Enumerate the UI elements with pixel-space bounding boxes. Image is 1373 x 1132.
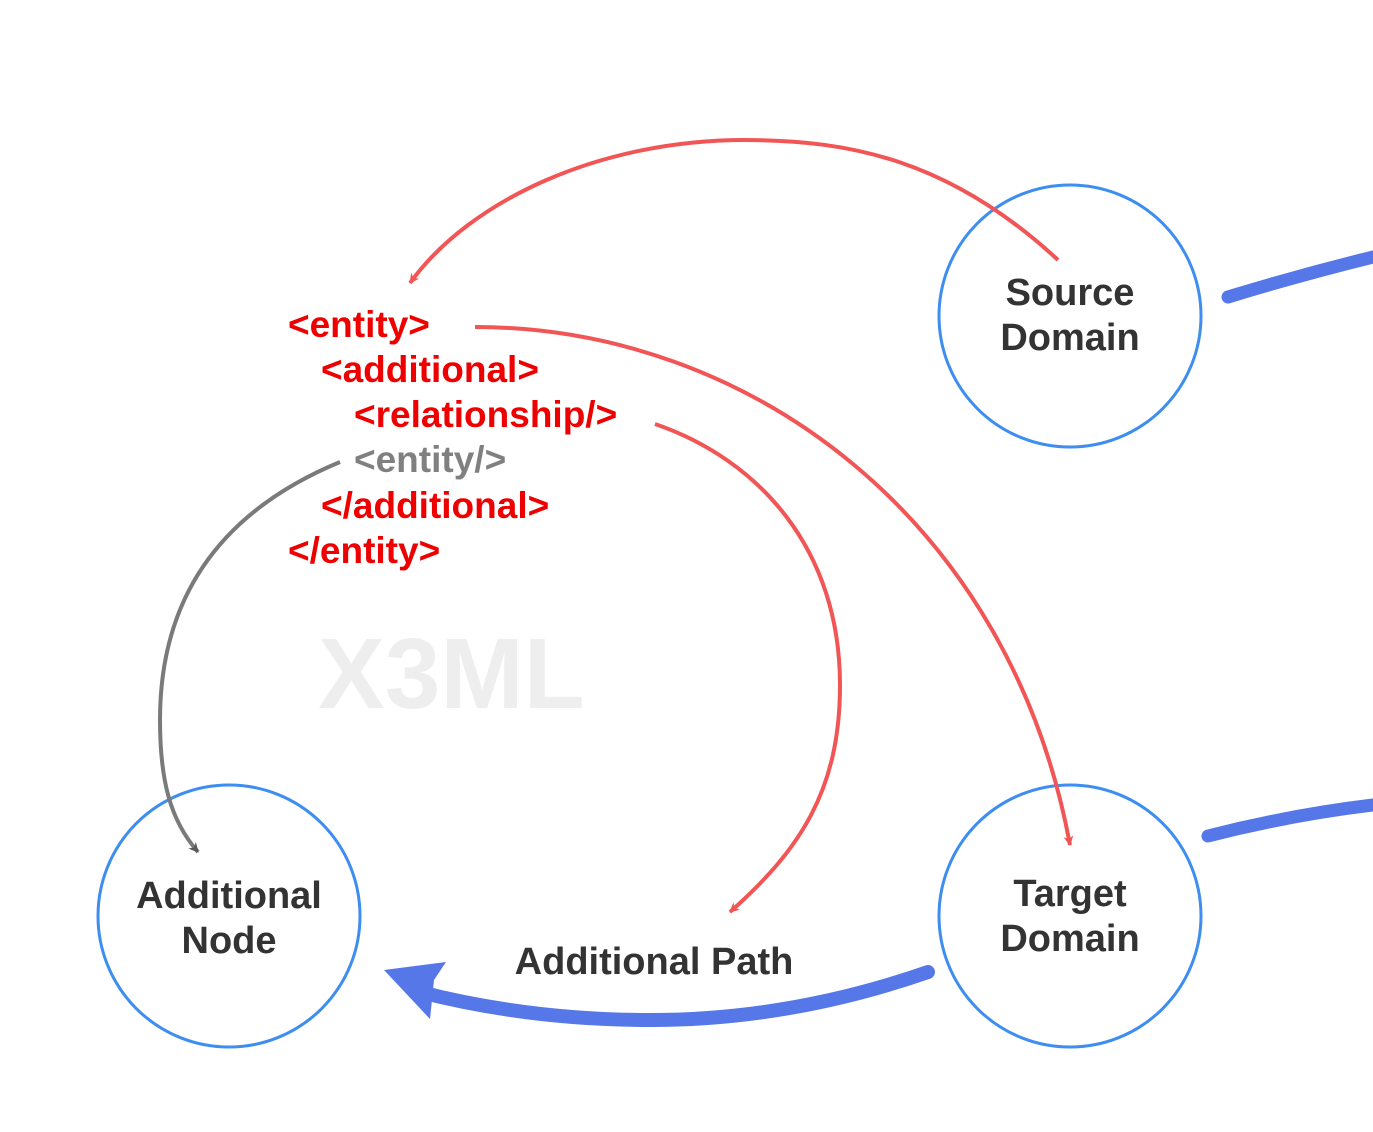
target-domain-label-line2: Domain: [1000, 918, 1139, 960]
target-domain-label-line1: Target: [1013, 873, 1127, 915]
additional-path-arrowhead: [384, 962, 446, 1019]
target-outgoing-edge: [1201, 798, 1373, 843]
additional-path-label: Additional Path: [515, 941, 794, 983]
additional-node-label-line1: Additional: [136, 875, 322, 917]
code-entity-open: <entity>: [288, 304, 430, 345]
source-domain-label-line2: Domain: [1000, 317, 1139, 359]
source-domain-label-line1: Source: [1006, 272, 1135, 314]
relationship-to-path-arrow: [654, 422, 843, 914]
additional-node-label-line2: Node: [182, 920, 277, 962]
code-entity-close: </entity>: [288, 530, 440, 571]
additional-node[interactable]: Additional Node: [96, 783, 362, 1049]
entity-to-additional-node-arrow: [157, 460, 341, 854]
target-domain-node[interactable]: Target Domain: [937, 783, 1203, 1049]
code-additional-open: <additional>: [321, 349, 539, 390]
code-relationship: <relationship/>: [354, 394, 617, 435]
source-to-entity-arrow: [408, 137, 1060, 285]
source-outgoing-edge: [1221, 250, 1373, 304]
additional-path-edge: [413, 965, 935, 1028]
code-additional-close: </additional>: [321, 485, 549, 526]
source-domain-node[interactable]: Source Domain: [937, 183, 1203, 449]
entity-to-target-arrow: [474, 325, 1074, 846]
x3ml-watermark: X3ML: [318, 618, 585, 730]
code-entity-inner: <entity/>: [354, 439, 506, 480]
